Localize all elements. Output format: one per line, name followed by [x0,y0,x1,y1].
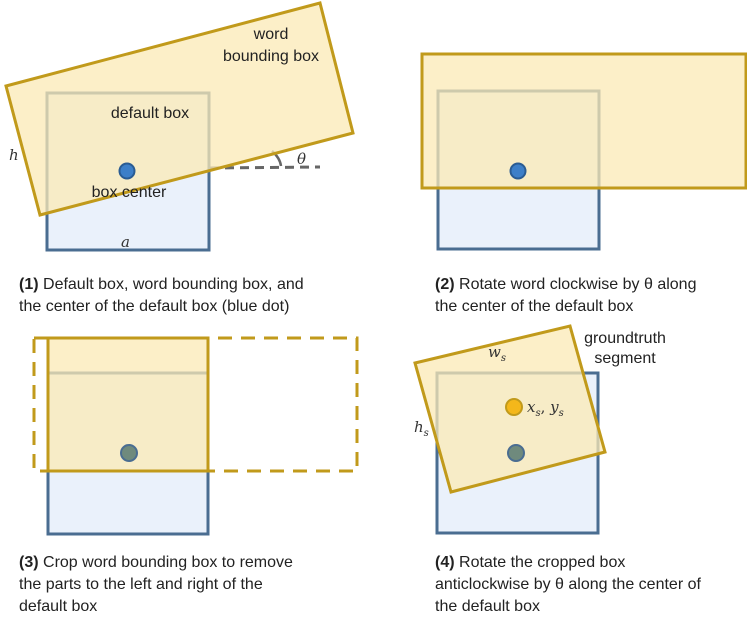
segment-center-dot [505,398,523,416]
rotated-word-box [420,52,747,190]
xs-ys-label: xs, ys [527,398,564,419]
word-box-label-line2: bounding box [223,48,319,65]
box-center-label: box center [92,184,167,201]
caption-3-line1: (3) Crop word bounding box to remove [19,554,293,571]
caption-3-line3: default box [19,598,97,615]
segment-label-line1: groundtruth [584,330,666,347]
caption-4-line2: anticlockwise by θ along the center of [435,576,701,593]
caption-3: (3) Crop word bounding box to remove the… [19,554,293,615]
ws-label: ws [488,343,506,364]
word-box-label-line1: word [253,26,289,43]
caption-2-line1: (2) Rotate word clockwise by θ along [435,276,696,293]
box-center-dot [507,444,525,462]
caption-3-line2: the parts to the left and right of the [19,576,263,593]
panel-3 [32,336,359,536]
caption-4-line1: (4) Rotate the cropped box [435,554,625,571]
caption-1-line1: (1) Default box, word bounding box, and [19,276,304,293]
default-box-label: default box [111,105,189,122]
caption-4-line3: the default box [435,598,540,615]
original-word-box-outline [32,336,359,473]
panel-2 [420,52,747,251]
theta-reference-line [209,165,321,170]
word-bounding-box [4,1,355,217]
box-center-dot [118,162,136,180]
box-center-dot [120,444,138,462]
caption-4: (4) Rotate the cropped box anticlockwise… [435,554,701,615]
segment-label-line2: segment [594,350,656,367]
h-label: h [9,146,19,164]
panel-1: word bounding box default box box center… [4,1,355,252]
box-center-dot [509,162,527,180]
panel-4: groundtruth segment ws hs xs, ys [413,324,666,535]
caption-1: (1) Default box, word bounding box, and … [19,276,304,315]
theta-label: θ [297,150,306,168]
caption-2: (2) Rotate word clockwise by θ along the… [435,276,696,315]
caption-2-line2: the center of the default box [435,298,633,315]
caption-1-line2: the center of the default box (blue dot) [19,298,289,315]
a-label: a [121,233,130,251]
hs-label: hs [414,418,429,439]
